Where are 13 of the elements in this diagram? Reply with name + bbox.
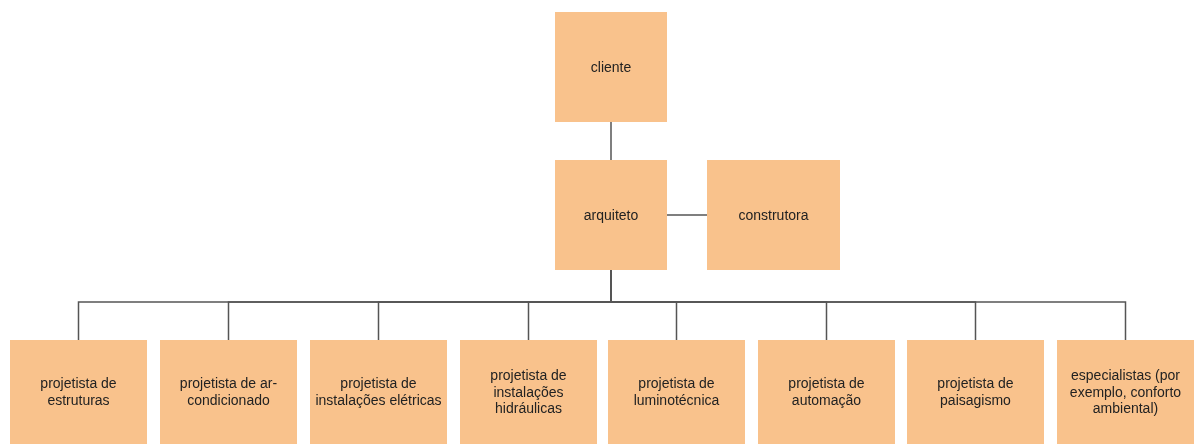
- role-box: cliente: [555, 12, 667, 122]
- role-box: projetista de paisagismo: [907, 340, 1044, 444]
- role-box: projetista de instalações hidráulicas: [460, 340, 597, 444]
- role-box: projetista de estruturas: [10, 340, 147, 444]
- role-box: projetista de luminotécnica: [608, 340, 745, 444]
- role-box: construtora: [707, 160, 840, 270]
- role-box: especialistas (por exemplo, conforto ambiental): [1057, 340, 1194, 444]
- role-box: projetista de automação: [758, 340, 895, 444]
- role-box: arquiteto: [555, 160, 667, 270]
- role-box: projetista de instalações elétricas: [310, 340, 447, 444]
- connector-line: [610, 121, 612, 161]
- connector-line: [666, 214, 708, 216]
- role-box: projetista de ar-condicionado: [160, 340, 297, 444]
